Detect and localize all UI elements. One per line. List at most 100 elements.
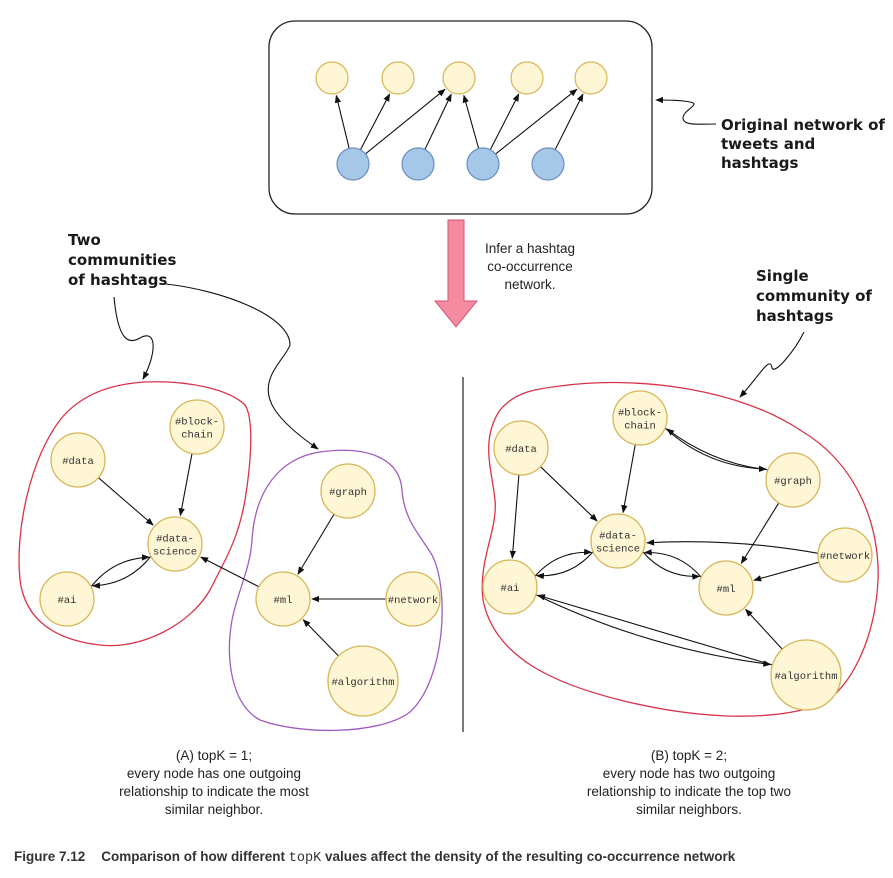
tweet-node [401, 147, 435, 181]
annotation-arrow-community-1 [113, 296, 154, 380]
hashtag-circle [493, 420, 549, 476]
hashtag-circle [765, 452, 821, 508]
panel-a-node-ai: #ai [39, 571, 95, 627]
panel-a-caption-line-2: every node has one outgoing [127, 766, 301, 781]
panel-a-edge-datascience-to-ai [92, 555, 152, 589]
panel-a-edge-algorithm-to-ml [302, 619, 339, 657]
hashtag-circle [817, 527, 873, 583]
hashtag-node [442, 61, 476, 95]
panel-b-edge-datascience-to-ai [535, 551, 594, 580]
tweet-hashtag-edge [495, 88, 578, 155]
hashtag-label: science [596, 544, 640, 556]
hashtag-label: #block- [618, 408, 662, 420]
hashtag-node [381, 61, 415, 95]
original-network-label-line-1: Original network of [721, 116, 885, 134]
hashtag-label: #network [820, 551, 870, 563]
infer-label-line-2: co-occurrence [487, 259, 573, 274]
original-network-label-line-3: hashtags [721, 154, 798, 172]
hashtag-label: #data [505, 444, 537, 456]
original-network-box [268, 20, 653, 215]
hashtag-circle [147, 516, 203, 572]
hashtag-circle [612, 390, 668, 446]
tweet-node [466, 147, 500, 181]
original-network-annotation: Original network of tweets and hashtags [655, 96, 885, 172]
hashtag-label: science [153, 547, 197, 559]
tweet-hashtag-edge [334, 94, 350, 149]
panel-b-edge-data-to-ai [509, 474, 520, 559]
panel-b-edge-algorithm-to-ai [537, 594, 773, 666]
hashtag-node [510, 61, 544, 95]
hashtag-label: #network [388, 595, 438, 607]
hashtag-label: #data- [599, 531, 637, 543]
panel-b-edge-graph-to-ml [740, 502, 780, 565]
panel-b-edge-datascience-to-ml [642, 551, 701, 580]
annotation-arrow [655, 96, 717, 125]
hashtag-circle [482, 559, 538, 615]
tweet-hashtag-edge [365, 88, 446, 155]
tweet-node [531, 147, 565, 181]
hashtag-label: #algorithm [331, 677, 394, 689]
two-communities-annotation: Two communities of hashtags [68, 231, 319, 450]
hashtag-label: #graph [774, 476, 812, 488]
hashtag-label: #block- [175, 417, 219, 429]
panel-b-caption-line-1: (B) topK = 2; [651, 748, 727, 763]
panel-a-node-network: #network [385, 571, 441, 627]
panel-b-node-network: #network [817, 527, 873, 583]
hashtag-label: #ml [717, 584, 736, 596]
hashtag-label: chain [624, 421, 656, 433]
figure-caption-code: topK [289, 851, 322, 866]
panel-a-node-algorithm: #algorithm [327, 645, 399, 717]
hashtag-node [574, 61, 608, 95]
original-network-label-line-2: tweets and [721, 135, 815, 153]
hashtag-circle [255, 571, 311, 627]
figure-caption-text-after: values affect the density of the resulti… [321, 849, 736, 864]
panel-a-edge-graph-to-ml [297, 513, 335, 575]
hashtag-circle [770, 639, 842, 711]
panel-b-node-algorithm: #algorithm [770, 639, 842, 711]
community-a-1-outline [18, 381, 252, 647]
panel-b-node-blockchain: #block-chain [612, 390, 668, 446]
tweet-hashtag-edge [359, 93, 391, 151]
panel-b-node-data: #data [493, 420, 549, 476]
hashtag-circle [590, 513, 646, 569]
hashtag-label: #graph [329, 487, 367, 499]
panel-b-edge-data-to-datascience [540, 466, 598, 522]
panel-a-caption-line-1: (A) topK = 1; [176, 748, 252, 763]
hashtag-circle [327, 645, 399, 717]
tweet-hashtag-edge [489, 93, 520, 151]
panel-a-nodes: #data#block-chain#data-science#ai#graph#… [39, 399, 441, 717]
panel-a-edge-data-to-datascience [98, 477, 154, 526]
infer-label-line-3: network. [504, 277, 555, 292]
panel-a-edge-blockchain-to-datascience [178, 453, 193, 517]
panel-b-edges [509, 427, 820, 667]
hashtag-node [315, 61, 349, 95]
panel-b-node-graph: #graph [765, 452, 821, 508]
panel-b-node-ai: #ai [482, 559, 538, 615]
two-communities-line-1: Two [68, 231, 101, 249]
panel-b-edge-algorithm-to-ml [745, 608, 783, 650]
panel-b-edge-ml-to-datascience [643, 549, 702, 578]
panel-a-edges [90, 453, 386, 657]
panel-a-caption-line-4: similar neighbor. [165, 802, 263, 817]
original-network-panel [268, 20, 653, 215]
hashtag-label: #ai [501, 583, 520, 595]
infer-transform: Infer a hashtag co-occurrence network. [433, 219, 575, 328]
single-community-line-1: Single [756, 267, 809, 285]
panel-a-edge-ai-to-datascience [90, 554, 150, 588]
hashtag-circle [385, 571, 441, 627]
figure-caption-text-before: Comparison of how different [101, 849, 289, 864]
tweet-node [336, 147, 370, 181]
panel-b-caption-line-3: relationship to indicate the top two [587, 784, 791, 799]
hashtag-circle [39, 571, 95, 627]
panel-b-node-ml: #ml [698, 560, 754, 616]
top-edges [334, 88, 584, 155]
tweet-hashtag-edge [554, 93, 584, 150]
hashtag-label: #data- [156, 534, 194, 546]
down-arrow-icon [433, 219, 479, 328]
two-communities-line-3: of hashtags [68, 271, 167, 289]
panel-a-edge-ml-to-datascience [200, 556, 260, 588]
hashtag-label: #ai [58, 595, 77, 607]
tweet-hashtag-edge [462, 94, 480, 149]
